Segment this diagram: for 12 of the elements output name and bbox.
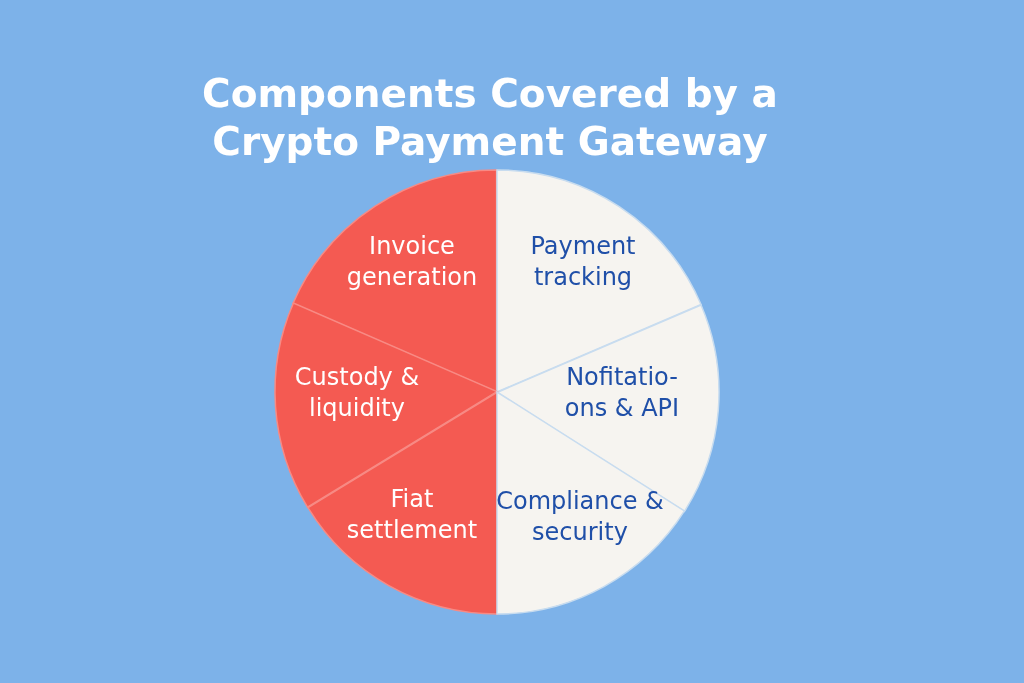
segment-label: Invoice generation bbox=[345, 231, 479, 293]
segment-label: Compliance & security bbox=[495, 486, 665, 548]
pie-segment bbox=[275, 303, 497, 508]
segment-label: Payment tracking bbox=[529, 231, 637, 293]
pie-segment bbox=[293, 170, 497, 392]
pie-segment bbox=[307, 392, 497, 614]
pie-segment bbox=[497, 170, 702, 392]
segment-label: Fiat settlement bbox=[345, 484, 479, 546]
pie-segment bbox=[497, 392, 685, 614]
segment-label: Nofitatio- ons & API bbox=[563, 362, 681, 424]
segment-label: Custody & liquidity bbox=[293, 362, 421, 424]
title: Components Covered by a Crypto Payment Gateway bbox=[201, 70, 779, 166]
